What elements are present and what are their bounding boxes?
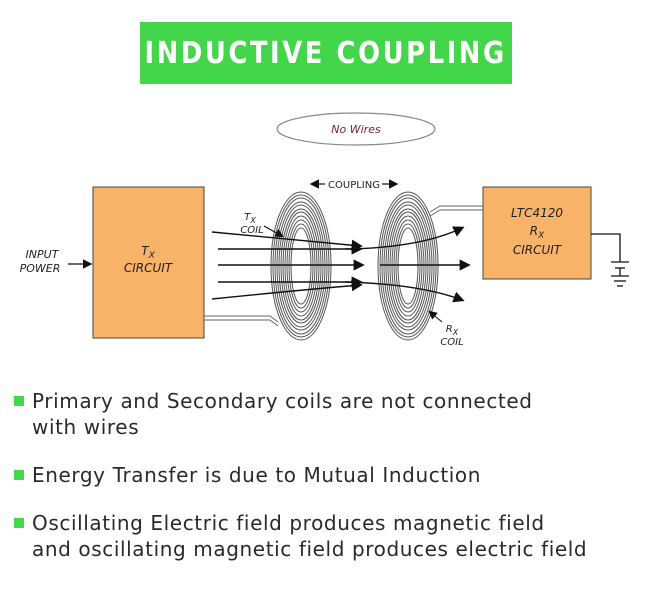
ground-symbol (591, 233, 629, 287)
tx-circuit-label-2: CIRCUIT (124, 261, 174, 275)
rx-coil-label-1: RX (446, 324, 459, 337)
input-power-label-1: INPUT (26, 248, 60, 261)
tx-coil-leads (204, 315, 279, 327)
bullet-square-icon (14, 470, 24, 480)
rx-coil (377, 191, 439, 341)
bullet-text: Oscillating Electric field produces magn… (32, 511, 588, 561)
bullet-square-icon (14, 518, 24, 528)
rx-coil-label-2: COIL (440, 337, 463, 348)
bullet-text: Primary and Secondary coils are not conn… (32, 389, 533, 439)
tx-coil (270, 191, 332, 341)
tx-circuit-box (92, 186, 205, 339)
field-lines (211, 226, 471, 303)
tx-coil-label-1: TX (244, 212, 256, 225)
title-banner: INDUCTIVE COUPLING (140, 22, 512, 84)
rx-coil-leads (429, 205, 483, 217)
rx-circuit-label-3: CIRCUIT (513, 243, 563, 257)
coupling-label: COUPLING (328, 180, 380, 191)
bullet-item: Oscillating Electric field produces magn… (14, 510, 644, 562)
bullet-item: Primary and Secondary coils are not conn… (14, 388, 644, 440)
bullet-square-icon (14, 396, 24, 406)
inductive-coupling-diagram: No Wires TX CIRCUIT INPUT POWER LTC4120 … (20, 112, 629, 348)
rx-coil-pointer (428, 310, 443, 323)
rx-circuit-label-2: RX (530, 224, 545, 241)
bullet-item: Energy Transfer is due to Mutual Inducti… (14, 462, 644, 488)
rx-circuit-box (482, 186, 592, 280)
no-wires-ellipse (276, 112, 436, 146)
tx-coil-label-2: COIL (240, 225, 263, 236)
tx-circuit-label: TX (141, 244, 155, 261)
rx-circuit-label-1: LTC4120 (511, 206, 563, 220)
page-title: INDUCTIVE COUPLING (144, 35, 508, 71)
no-wires-label: No Wires (331, 123, 381, 136)
input-power-label-2: POWER (20, 262, 61, 275)
bullet-list: Primary and Secondary coils are not conn… (14, 388, 644, 584)
tx-coil-pointer (263, 225, 284, 238)
bullet-text: Energy Transfer is due to Mutual Inducti… (32, 463, 482, 487)
